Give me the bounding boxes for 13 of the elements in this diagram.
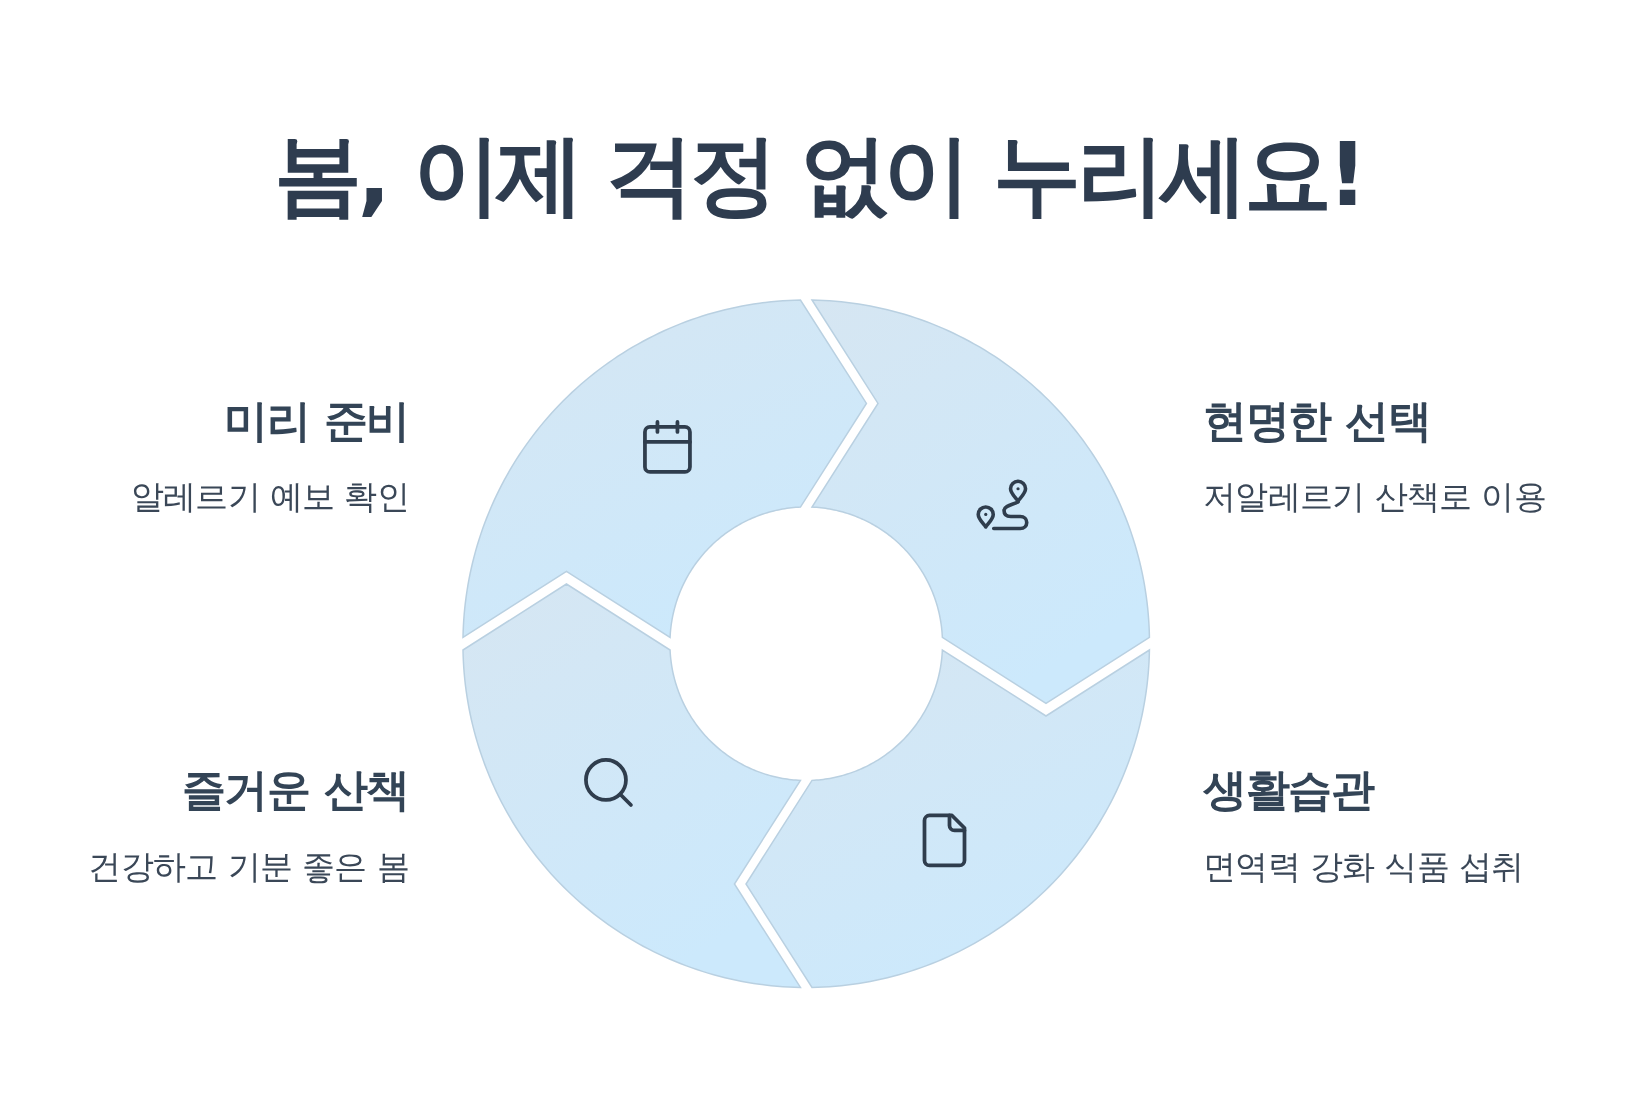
step-title: 즐거운 산책 xyxy=(181,763,409,817)
step-description: 알레르기 예보 확인 xyxy=(130,477,409,517)
step-title: 생활습관 xyxy=(1203,763,1374,817)
step-title: 미리 준비 xyxy=(224,394,409,448)
step-title: 현명한 선택 xyxy=(1203,394,1431,448)
ring-segment xyxy=(745,648,1151,988)
ring-segment xyxy=(461,582,801,988)
step-description: 건강하고 기분 좋은 봄 xyxy=(88,847,409,887)
ring-segment xyxy=(811,299,1151,705)
step-description: 면역력 강화 식품 섭취 xyxy=(1203,847,1524,887)
step-description: 저알레르기 산책로 이용 xyxy=(1203,477,1547,517)
ring-segment xyxy=(461,299,867,639)
title: 봄, 이제 걱정 없이 누리세요! xyxy=(273,124,1364,226)
